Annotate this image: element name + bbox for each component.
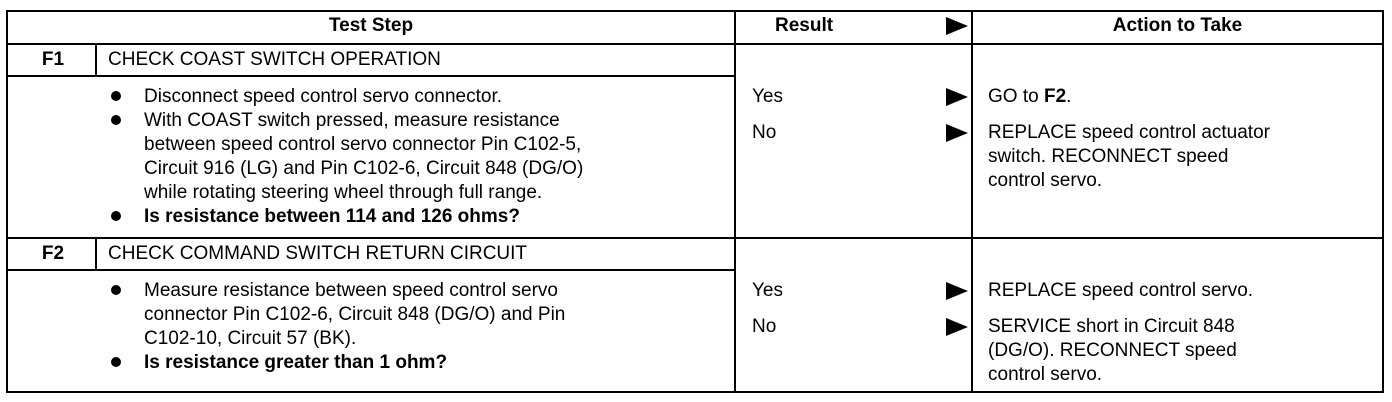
f2-action-no-line-2: (DG/O). RECONNECT speed [988, 340, 1237, 361]
rule-top [6, 10, 1384, 12]
rule-right [1382, 10, 1384, 393]
f2-result-no: No [752, 316, 777, 337]
f1-bullet-2-line-1: With COAST switch pressed, measure resis… [144, 110, 560, 131]
rule-header-bottom [6, 43, 1384, 45]
f1-action-no-line-2: switch. RECONNECT speed [988, 146, 1229, 167]
rule-f2-title-bottom [6, 269, 734, 271]
f1-action-no-line-3: control servo. [988, 170, 1103, 191]
f2-bullet-1-line-2: connector Pin C102-6, Circuit 848 (DG/O)… [144, 304, 566, 325]
header-result: Result [775, 15, 834, 36]
rule-step-col-f2 [95, 237, 97, 271]
step-id-f2: F2 [41, 243, 65, 264]
rule-f1-bottom [6, 237, 1384, 239]
bullet-icon [111, 211, 121, 221]
f1-bullet-2-line-3: Circuit 916 (LG) and Pin C102-6, Circuit… [144, 158, 584, 179]
rule-left [6, 10, 8, 393]
f2-bullet-1-line-1: Measure resistance between speed control… [144, 280, 559, 301]
bullet-icon [111, 115, 121, 125]
bullet-icon [111, 285, 121, 295]
rule-step-col-f1 [95, 43, 97, 77]
header-action: Action to Take [1112, 15, 1243, 36]
f2-action-yes: REPLACE speed control servo. [988, 280, 1254, 301]
rule-result-col [734, 10, 736, 393]
f2-bullet-2: Is resistance greater than 1 ohm? [144, 352, 448, 373]
f2-action-no-line-3: control servo. [988, 364, 1103, 385]
step-title-f2: CHECK COMMAND SWITCH RETURN CIRCUIT [108, 243, 528, 264]
f1-action-yes: GO to F2. [988, 86, 1072, 107]
f1-result-yes: Yes [752, 86, 783, 107]
f2-bullet-1-line-3: C102-10, Circuit 57 (BK). [144, 328, 357, 349]
f1-bullet-3: Is resistance between 114 and 126 ohms? [144, 206, 520, 227]
bullet-icon [111, 357, 121, 367]
header-test-step: Test Step [328, 15, 414, 36]
step-title-f1: CHECK COAST SWITCH OPERATION [108, 49, 441, 70]
f1-bullet-1: Disconnect speed control servo connector… [144, 86, 503, 107]
step-id-f1: F1 [41, 49, 65, 70]
rule-f1-title-bottom [6, 75, 734, 77]
header-arrow-icon [946, 17, 968, 35]
rule-action-col [971, 10, 973, 393]
f1-action-no-line-1: REPLACE speed control actuator [988, 122, 1270, 143]
arrow-icon [946, 124, 968, 142]
f1-result-no: No [752, 122, 777, 143]
arrow-icon [946, 282, 968, 300]
bullet-icon [111, 91, 121, 101]
rule-bottom [6, 391, 1384, 393]
f1-bullet-2-line-2: between speed control servo connector Pi… [144, 134, 582, 155]
arrow-icon [946, 318, 968, 336]
f1-bullet-2-line-4: while rotating steering wheel through fu… [144, 182, 543, 203]
f2-result-yes: Yes [752, 280, 783, 301]
f2-action-no-line-1: SERVICE short in Circuit 848 [988, 316, 1235, 337]
arrow-icon [946, 88, 968, 106]
